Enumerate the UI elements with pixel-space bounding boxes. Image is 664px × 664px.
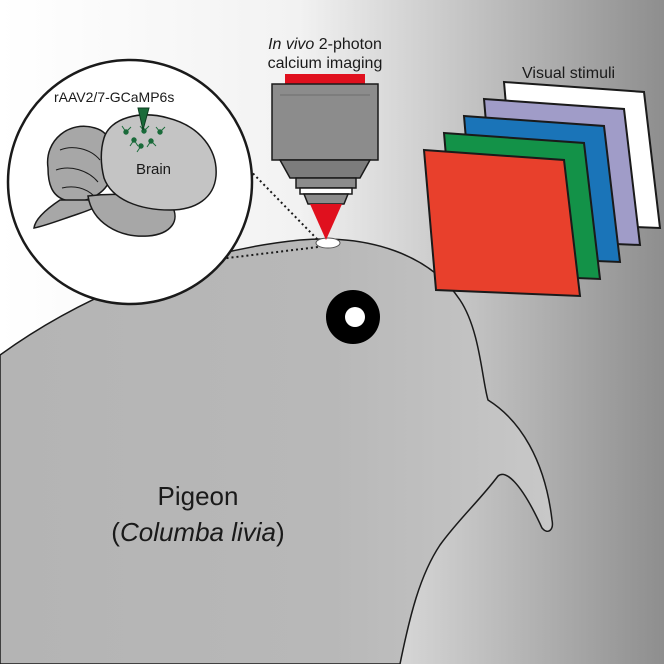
microscope-label-line1: In vivo 2-photon bbox=[268, 36, 382, 53]
brain-inset: rAAV2/7-GCaMP6s Brain bbox=[6, 58, 254, 306]
pigeon-latin-line: (Columba livia) bbox=[111, 517, 284, 547]
pigeon-common-name: Pigeon bbox=[158, 481, 239, 511]
stimuli-label: Visual stimuli bbox=[522, 65, 615, 82]
objective-upper-body bbox=[271, 83, 379, 161]
pigeon-eye-highlight bbox=[345, 307, 365, 327]
microscope-label-rest: 2-photon bbox=[314, 36, 382, 53]
cerebrum bbox=[100, 114, 217, 211]
objective-lower-body bbox=[295, 177, 357, 189]
imaging-window bbox=[315, 237, 341, 249]
pigeon-latin-name: Columba livia bbox=[120, 517, 276, 547]
visual-stimuli bbox=[422, 80, 662, 298]
microscope-label-italic: In vivo bbox=[268, 36, 314, 53]
labeled-neurons bbox=[121, 125, 166, 153]
pigeon-body bbox=[0, 238, 554, 664]
microscope-label-line2: calcium imaging bbox=[268, 55, 383, 72]
brain-label: Brain bbox=[136, 161, 171, 178]
microscope-objective: In vivo 2-photon calcium imaging bbox=[268, 36, 383, 240]
objective-ring bbox=[299, 187, 353, 195]
laser-source bbox=[285, 74, 365, 84]
laser-beam bbox=[310, 204, 342, 240]
virus-label: rAAV2/7-GCaMP6s bbox=[54, 89, 174, 105]
objective-taper bbox=[278, 159, 372, 179]
stimulus-card-red bbox=[422, 148, 582, 298]
injection-needle bbox=[137, 107, 150, 131]
objective-tip bbox=[302, 193, 350, 205]
